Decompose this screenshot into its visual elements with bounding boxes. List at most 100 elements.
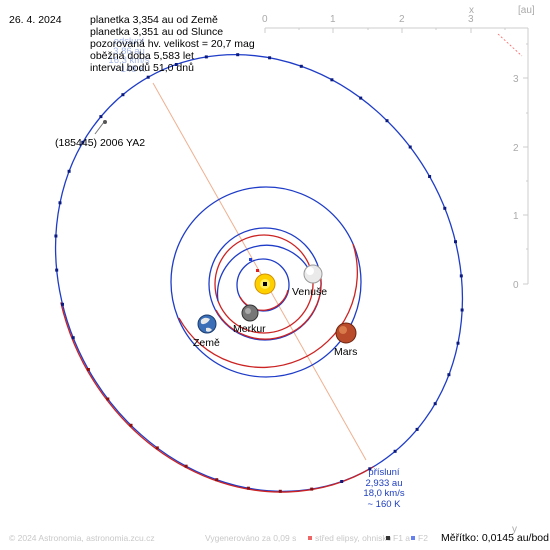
orbit-point-marker	[454, 240, 457, 244]
asteroid-label: (185445) 2006 YA2	[55, 137, 145, 149]
orbit-point-marker	[443, 206, 447, 210]
orbit-point-marker	[121, 93, 125, 97]
x-tick-3: 3	[468, 14, 474, 25]
orbit-point-marker	[310, 487, 314, 491]
earth-orbit-south	[215, 271, 322, 340]
x-tick-0: 0	[262, 14, 268, 25]
asteroid: (185445) 2006 YA2	[55, 120, 145, 149]
sun-focus-mark	[263, 282, 267, 286]
asteroid-pointer	[94, 121, 105, 135]
orbit-point-marker	[278, 489, 282, 493]
planet-orbits	[170, 186, 362, 378]
x-ticks	[264, 28, 506, 33]
perihelion-temp: ~ 160 K	[367, 499, 401, 510]
orbit-point-marker	[215, 478, 219, 482]
second-focus-mark	[249, 258, 252, 261]
x-tick-1: 1	[330, 14, 336, 25]
orbit-point-marker	[408, 145, 412, 149]
orbit-point-marker	[71, 336, 75, 340]
perihelion-annotation: přísluní 2,933 au 18,0 km/s ~ 160 K	[363, 467, 404, 510]
ellipse-center-mark	[256, 269, 259, 272]
aphelion-distance: 3,86 au	[113, 46, 145, 57]
y-tick-2: 2	[513, 143, 519, 154]
orbit-point-marker	[129, 423, 133, 427]
orbit-point-marker	[246, 486, 250, 490]
orbit-point-marker	[204, 55, 208, 59]
aphelion-speed: 16,3 km/s	[108, 55, 149, 66]
scale-text: Měřítko: 0,0145 au/bod	[441, 532, 549, 544]
orbit-point-marker	[67, 169, 71, 173]
orbit-point-marker	[54, 234, 58, 238]
orbit-point-markers	[54, 53, 464, 493]
orbit-point-marker	[460, 308, 464, 312]
mars-orbit-south	[178, 243, 358, 369]
orbit-point-marker	[393, 449, 397, 453]
aphelion-temp: ~ 148 K	[112, 64, 146, 75]
venus-label: Venuše	[292, 286, 327, 298]
mars-label: Mars	[334, 346, 357, 358]
center-legend-text: střed elipsy, ohnisko	[315, 533, 392, 543]
orbit-point-marker	[340, 480, 344, 483]
x-axis-label: x	[469, 5, 474, 16]
orbit-point-marker	[359, 96, 363, 100]
perihelion-distance: 2,933 au	[366, 478, 403, 489]
orbit-point-marker	[385, 119, 389, 123]
mars-disk	[335, 322, 357, 344]
mars-highlight	[339, 326, 347, 334]
orbit-point-marker	[415, 427, 419, 431]
y-ticks	[523, 43, 528, 285]
aphelion-title: odsluní	[114, 36, 145, 47]
perihelion-title: přísluní	[368, 467, 400, 478]
generation-time: Vygenerováno za 0,09 s	[205, 533, 296, 543]
mars-orbit	[170, 186, 362, 378]
y-tick-0: 0	[513, 280, 519, 291]
mercury-highlight	[245, 308, 251, 314]
axes: 0 1 2 3 x [au] 3 2 1 0 y	[262, 5, 535, 535]
orbit-point-marker	[184, 464, 188, 468]
orbit-point-marker	[155, 446, 159, 450]
earth-continents	[200, 317, 212, 332]
mercury-label: Merkur	[233, 323, 266, 335]
orbit-point-marker	[330, 78, 334, 82]
center-legend-mark	[308, 536, 312, 540]
mercury-orbit-south	[239, 289, 289, 311]
focus2-legend-text: F2	[418, 533, 428, 543]
y-axis-label: y	[512, 524, 517, 535]
orbit-point-marker	[456, 341, 460, 345]
orbit-point-marker	[106, 397, 110, 401]
orbit-point-marker	[368, 467, 372, 471]
y-tick-1: 1	[513, 211, 519, 222]
info-interval: interval bodů 51,0 dnů	[90, 62, 194, 74]
info-earth-distance: planetka 3,354 au od Země	[90, 14, 218, 26]
axis-unit: [au]	[518, 5, 535, 16]
orbit-point-marker	[433, 402, 437, 406]
observation-date: 26. 4. 2024	[9, 14, 62, 26]
perihelion-speed: 18,0 km/s	[363, 488, 404, 499]
venus-planet	[303, 264, 323, 284]
aphelion-annotation: odsluní 3,86 au 16,3 km/s ~ 148 K	[108, 36, 149, 75]
orbit-point-marker	[55, 268, 59, 272]
orbit-point-marker	[459, 274, 463, 278]
mercury-orbit	[236, 258, 290, 312]
orbit-point-marker	[146, 75, 150, 79]
x-tick-2: 2	[399, 14, 405, 25]
orbit-point-marker	[81, 140, 85, 144]
focus1-legend-text: F1 a	[393, 533, 410, 543]
venus-disk	[303, 264, 323, 284]
asteroid-orbit-below-ecliptic	[60, 302, 374, 493]
orbit-point-marker	[428, 175, 432, 178]
info-period: oběžná doba 5,583 let	[90, 50, 194, 62]
apsidal-line	[152, 82, 367, 461]
venus-orbit	[214, 234, 314, 334]
copyright-text: © 2024 Astronomia, astronomia.zcu.cz	[9, 533, 155, 543]
orbit-point-marker	[99, 115, 103, 119]
earth-planet	[197, 314, 217, 334]
orbit-point-marker	[174, 63, 178, 66]
focus1-legend-mark	[386, 536, 390, 540]
y-tick-3: 3	[513, 74, 519, 85]
orbit-point-marker	[58, 201, 62, 205]
info-magnitude: pozorovaná hv. velikost = 20,7 mag	[90, 38, 255, 50]
mercury-planet	[241, 304, 259, 322]
orbit-point-marker	[447, 373, 451, 377]
sun	[249, 258, 276, 295]
